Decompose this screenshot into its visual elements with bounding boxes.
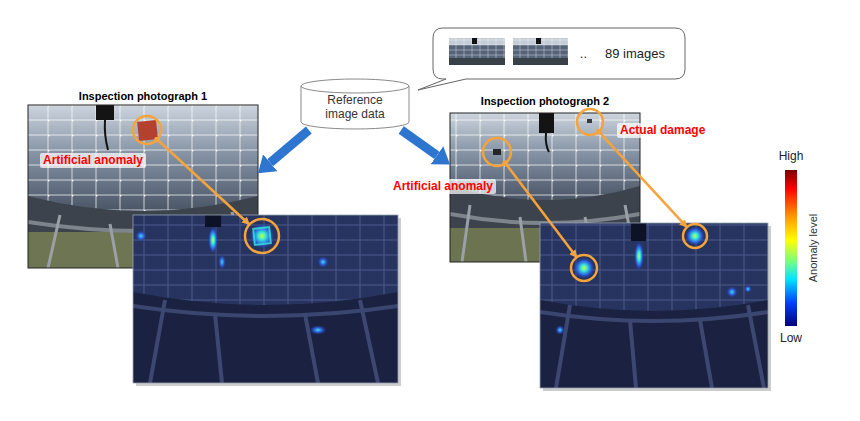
illustration-part bbox=[150, 300, 378, 383]
thumbnail-image bbox=[513, 38, 568, 65]
illustration-part bbox=[28, 105, 258, 211]
highlight-circle bbox=[133, 116, 161, 144]
illustration-part bbox=[133, 306, 398, 316]
block-arrow bbox=[401, 130, 437, 155]
illustration-part bbox=[137, 120, 158, 141]
leader-arrow bbox=[599, 132, 687, 228]
illustration-part bbox=[744, 285, 752, 293]
illustration-part bbox=[726, 286, 738, 298]
cylinder-body bbox=[301, 79, 409, 129]
illustration-part bbox=[540, 312, 768, 321]
illustration-part bbox=[513, 38, 568, 65]
illustration-part bbox=[540, 223, 768, 311]
leader-arrow bbox=[157, 140, 249, 225]
callout-bubble: .. 89 images bbox=[433, 28, 685, 79]
illustration-part bbox=[317, 256, 329, 268]
illustration-part bbox=[449, 38, 505, 58]
illustration-part bbox=[133, 215, 398, 383]
illustration-part bbox=[133, 215, 398, 305]
illustration-part bbox=[634, 241, 644, 271]
heatmap-border bbox=[133, 215, 398, 383]
illustration-part bbox=[555, 325, 565, 335]
photo-heading: Inspection photograph 2 bbox=[450, 94, 640, 108]
highlight-circle bbox=[483, 138, 511, 166]
illustration-part bbox=[253, 227, 271, 245]
illustration-part bbox=[587, 119, 592, 123]
illustration-part bbox=[449, 58, 505, 65]
illustration-part bbox=[513, 58, 568, 65]
illustration-part bbox=[218, 254, 226, 270]
illustration-part bbox=[133, 215, 398, 305]
photo-heading: Inspection photograph 1 bbox=[28, 89, 258, 103]
anomaly-note: Artificial anomaly bbox=[390, 179, 496, 194]
illustration-part bbox=[450, 113, 640, 200]
block-arrow bbox=[270, 130, 309, 163]
callout-bubble-shape bbox=[418, 28, 685, 90]
illustration-part bbox=[631, 223, 646, 241]
illustration-part bbox=[28, 105, 258, 211]
highlight-circle bbox=[683, 224, 707, 248]
illustration-part bbox=[540, 223, 768, 388]
illustration-part bbox=[513, 38, 568, 58]
callout-text: .. bbox=[580, 46, 587, 61]
cylinder-outline bbox=[300, 78, 410, 130]
scale-low: Low bbox=[780, 331, 802, 345]
illustration-part bbox=[249, 223, 275, 249]
illustration-part bbox=[309, 325, 327, 335]
inspection-photo: Inspection photograph 1 bbox=[28, 89, 258, 268]
illustration-part bbox=[573, 257, 595, 279]
illustration-part bbox=[493, 149, 501, 155]
highlight-circle bbox=[245, 219, 279, 253]
illustration-part bbox=[205, 215, 221, 227]
illustration-part bbox=[96, 105, 114, 120]
database-cylinder: Reference image data bbox=[300, 78, 410, 130]
illustration-part bbox=[556, 305, 764, 388]
illustration-part bbox=[105, 120, 108, 150]
highlight-circle bbox=[571, 255, 597, 281]
anomaly-heatmap bbox=[540, 223, 768, 388]
illustration-part bbox=[539, 113, 554, 133]
inspection-photo: Inspection photograph 2 bbox=[450, 94, 640, 262]
illustration-part bbox=[546, 133, 549, 152]
node-label: Reference image data bbox=[313, 93, 397, 122]
anomaly-heatmap bbox=[133, 215, 398, 383]
anomaly-note: Artificial anomaly bbox=[40, 153, 146, 168]
illustration-part bbox=[449, 38, 505, 65]
illustration-part bbox=[450, 113, 640, 200]
illustration-part bbox=[472, 38, 477, 44]
illustration-part bbox=[208, 226, 218, 254]
scale-title: Anomaly level bbox=[807, 214, 820, 282]
illustration-part bbox=[540, 223, 768, 311]
illustration-part bbox=[685, 226, 705, 246]
leader-arrow bbox=[505, 163, 576, 257]
highlight-circle bbox=[577, 109, 603, 135]
color-scale-bar bbox=[785, 170, 797, 326]
cylinder-rim bbox=[301, 86, 409, 93]
illustration-part bbox=[135, 230, 147, 242]
illustration-part bbox=[418, 28, 685, 90]
damage-note: Actual damage bbox=[617, 123, 708, 138]
scale-high: High bbox=[779, 149, 804, 163]
thumbnail-image bbox=[449, 38, 505, 65]
callout-text: 89 images bbox=[605, 46, 665, 61]
heatmap-border bbox=[540, 223, 768, 388]
illustration-part bbox=[536, 38, 541, 44]
